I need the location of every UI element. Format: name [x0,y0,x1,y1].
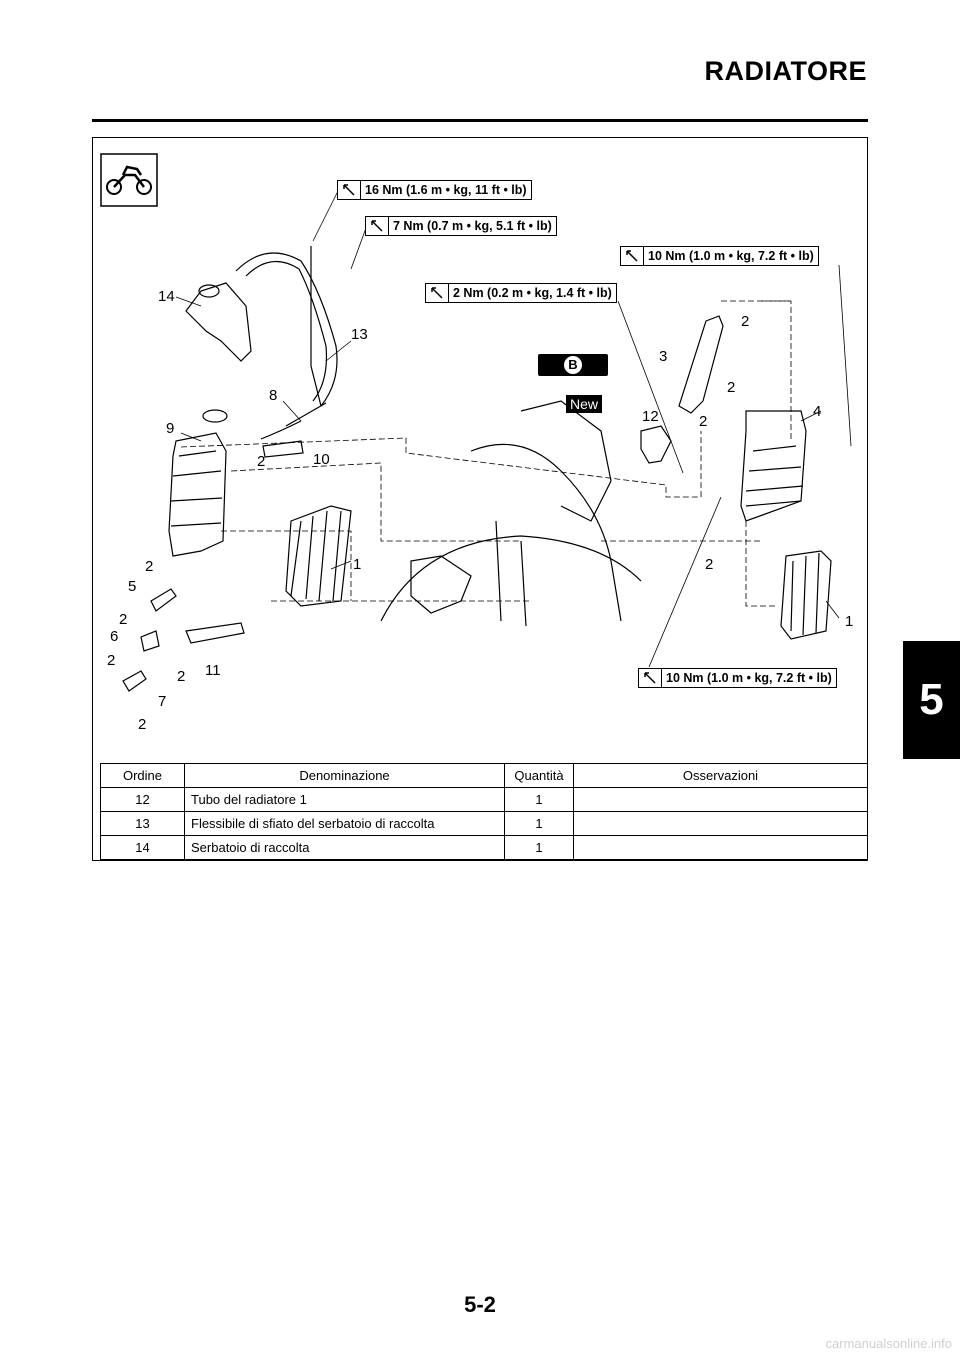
table-row: 14 Serbatoio di raccolta 1 [100,835,868,860]
motorcycle-icon [100,153,158,207]
callout-1: 1 [845,613,854,630]
cell-notes [573,787,868,812]
callout-2: 2 [119,611,128,628]
torque-value: 10 Nm (1.0 m • kg, 7.2 ft • lb) [648,249,814,263]
callout-2: 2 [705,556,714,573]
torque-wrench-icon [621,247,644,265]
callout-2: 2 [741,313,750,330]
cell-notes [573,811,868,836]
chapter-tab: 5 [903,641,960,759]
header-name: Denominazione [184,763,505,788]
title-rule [92,119,868,122]
callout-7: 7 [158,693,167,710]
torque-spec-2nm: 2 Nm (0.2 m • kg, 1.4 ft • lb) [425,283,617,303]
page-number: 5-2 [464,1292,496,1317]
watermark: carmanualsonline.info [825,1336,952,1351]
table-header-row: Ordine Denominazione Quantità Osservazio… [100,763,868,788]
torque-value: 16 Nm (1.6 m • kg, 11 ft • lb) [365,183,527,197]
header-order: Ordine [100,763,185,788]
header-notes: Osservazioni [573,763,868,788]
torque-value: 7 Nm (0.7 m • kg, 5.1 ft • lb) [393,219,552,233]
callout-2: 2 [727,379,736,396]
torque-spec-10nm-bottom: 10 Nm (1.0 m • kg, 7.2 ft • lb) [638,668,837,688]
cell-quantity: 1 [504,811,574,836]
callout-2: 2 [145,558,154,575]
torque-value: 2 Nm (0.2 m • kg, 1.4 ft • lb) [453,286,612,300]
callout-12: 12 [642,408,659,425]
callout-2: 2 [177,668,186,685]
page-title: RADIATORE [704,56,867,86]
cell-order: 13 [100,811,185,836]
callout-2: 2 [138,716,147,733]
table-row: 13 Flessibile di sfiato del serbatoio di… [100,811,868,836]
torque-wrench-icon [426,284,449,302]
callout-14: 14 [158,288,175,305]
torque-wrench-icon [338,181,361,199]
parts-table: Ordine Denominazione Quantità Osservazio… [100,763,868,860]
callout-6: 6 [110,628,119,645]
header-quantity: Quantità [504,763,574,788]
cell-quantity: 1 [504,835,574,860]
cell-quantity: 1 [504,787,574,812]
callout-10: 10 [313,451,330,468]
torque-wrench-icon [366,217,389,235]
torque-value: 10 Nm (1.0 m • kg, 7.2 ft • lb) [666,671,832,685]
callout-2: 2 [107,652,116,669]
cell-notes [573,835,868,860]
callout-9: 9 [166,420,175,437]
cell-name: Tubo del radiatore 1 [184,787,505,812]
callout-8: 8 [269,387,278,404]
callout-2: 2 [699,413,708,430]
callout-4: 4 [813,403,822,420]
lube-symbol: B [538,354,608,376]
diagram-frame: 16 Nm (1.6 m • kg, 11 ft • lb) 7 Nm (0.7… [92,137,868,861]
exploded-diagram [100,153,852,692]
torque-spec-10nm-top: 10 Nm (1.0 m • kg, 7.2 ft • lb) [620,246,819,266]
callout-13: 13 [351,326,368,343]
callout-3: 3 [659,348,668,365]
cell-order: 12 [100,787,185,812]
torque-spec-7nm: 7 Nm (0.7 m • kg, 5.1 ft • lb) [365,216,557,236]
callout-11: 11 [205,662,221,679]
table-row: 12 Tubo del radiatore 1 1 [100,787,868,812]
callout-2: 2 [257,453,266,470]
cell-name: Flessibile di sfiato del serbatoio di ra… [184,811,505,836]
new-badge: New [566,395,603,413]
torque-spec-16nm: 16 Nm (1.6 m • kg, 11 ft • lb) [337,180,532,200]
cell-name: Serbatoio di raccolta [184,835,505,860]
callout-5: 5 [128,578,137,595]
lube-symbol-letter: B [564,356,582,374]
cell-order: 14 [100,835,185,860]
callout-1: 1 [353,556,362,573]
torque-wrench-icon [639,669,662,687]
